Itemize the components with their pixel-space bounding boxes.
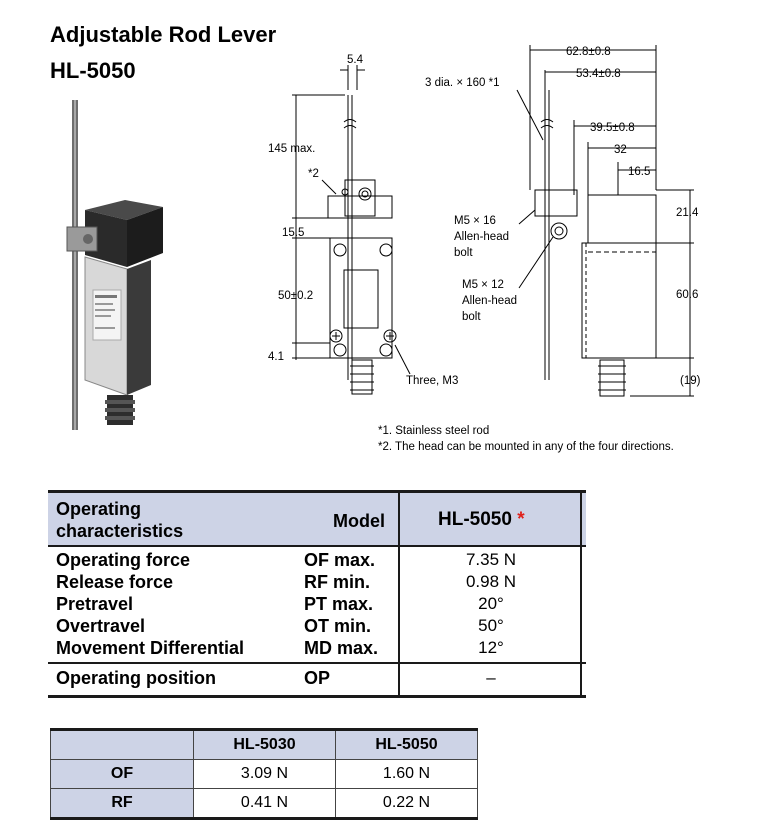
table-header: [48, 493, 586, 547]
dim-39-5: 39.5±0.8: [590, 122, 635, 134]
dim-145: 145 max.: [268, 143, 315, 155]
model-title: HL-5050: [50, 58, 136, 83]
divider: [580, 493, 582, 695]
rod-spec: 3 dia. × 160 *1: [425, 77, 500, 89]
row-value: 20°: [478, 594, 504, 613]
dim-21-4: 21.4: [676, 207, 699, 219]
header-characteristics-line2: characteristics: [56, 521, 184, 541]
dim-5-4: 5.4: [347, 54, 364, 66]
dim-4-1: 4.1: [268, 351, 284, 363]
note-2: *2. The head can be mounted in any of th…: [378, 441, 674, 453]
table-row: RF 0.41 N 0.22 N: [50, 788, 478, 820]
dim-32: 32: [614, 144, 627, 156]
model-footnote-star: *: [517, 509, 525, 530]
row-label: RF: [50, 788, 194, 820]
dim-15-5: 15.5: [282, 227, 304, 239]
header-hl5050: HL-5050: [335, 728, 478, 760]
header-model-name: HL-5050 *: [438, 509, 525, 531]
row-abbr: PT max.: [304, 594, 374, 614]
row-value: 12°: [478, 638, 504, 657]
dim-62-8: 62.8±0.8: [566, 46, 611, 58]
note-mark-2: *2: [308, 168, 319, 180]
dim-60-6: 60.6: [676, 289, 698, 301]
cell: 1.60 N: [335, 759, 478, 789]
bolt12-line2: Allen-head: [462, 295, 517, 307]
dim-19: (19): [680, 375, 701, 387]
row-abbr: OF max.: [304, 550, 376, 570]
header-model-label: Model: [333, 511, 385, 531]
row-abbr: MD max.: [304, 638, 379, 658]
bolt16-line3: bolt: [454, 247, 473, 259]
cell: 0.41 N: [193, 788, 336, 820]
header-empty: [50, 728, 194, 760]
op-abbr: OP: [304, 668, 331, 688]
row-name: Release force: [56, 572, 174, 592]
row-name: Movement Differential: [56, 638, 245, 658]
operating-characteristics-table: Operating characteristics Model HL-5050 …: [48, 490, 586, 698]
bolt16-line1: M5 × 16: [454, 215, 496, 227]
three-m3-label: Three, M3: [406, 375, 458, 387]
row-label: OF: [50, 759, 194, 789]
header-hl5030: HL-5030: [193, 728, 336, 760]
cell: 0.22 N: [335, 788, 478, 820]
note-1: *1. Stainless steel rod: [378, 425, 489, 437]
force-table: HL-5030 HL-5050 OF 3.09 N 1.60 N RF 0.41…: [50, 728, 478, 820]
model-name: HL-5050: [438, 509, 512, 530]
bolt12-line3: bolt: [462, 311, 481, 323]
bolt16-line2: Allen-head: [454, 231, 509, 243]
divider: [398, 493, 400, 695]
bolt12-line1: M5 × 12: [462, 279, 504, 291]
dim-50: 50±0.2: [278, 290, 313, 302]
row-value: 0.98 N: [465, 572, 517, 591]
row-abbr: OT min.: [304, 616, 371, 636]
row-name: Operating force: [56, 550, 191, 570]
dim-53-4: 53.4±0.8: [576, 68, 621, 80]
row-value: 7.35 N: [465, 550, 517, 569]
product-photo: [66, 100, 163, 430]
op-name: Operating position: [56, 668, 216, 688]
row-name: Pretravel: [56, 594, 134, 614]
page-title: Adjustable Rod Lever: [50, 22, 277, 47]
row-name: Overtravel: [56, 616, 146, 636]
cell: 3.09 N: [193, 759, 336, 789]
op-value: –: [486, 668, 496, 687]
row-value: 50°: [478, 616, 504, 635]
header-characteristics-line1: Operating: [56, 499, 142, 519]
table-row: OF 3.09 N 1.60 N: [50, 759, 478, 789]
divider: [48, 662, 586, 664]
dimension-drawing: 5.4 145 max. *2 15.5 50±0.2 4.1 Three, M…: [268, 45, 701, 453]
dim-16-5: 16.5: [628, 166, 650, 178]
row-abbr: RF min.: [304, 572, 370, 592]
